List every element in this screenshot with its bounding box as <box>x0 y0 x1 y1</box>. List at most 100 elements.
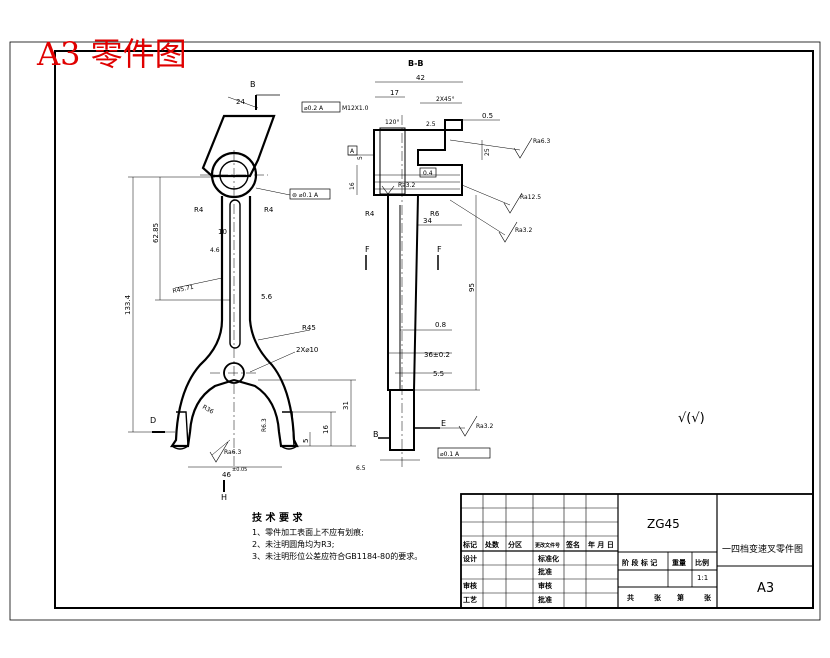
dim-0-8: 0.8 <box>435 321 446 329</box>
dim-17: 17 <box>390 89 399 97</box>
fork-tip-right-round <box>280 445 298 450</box>
dim-r6: R6 <box>430 210 440 218</box>
rough-32-a: Ra3.2 <box>515 227 532 234</box>
sheet-size: A3 <box>757 581 774 596</box>
fork-tip-left <box>176 411 189 447</box>
gdt-thread: M12X1.0 <box>342 105 369 112</box>
dim-10: 10 <box>218 228 227 236</box>
dim-r4-right: R4 <box>264 206 274 214</box>
view-b-label: B <box>250 80 256 89</box>
technical-requirements: 技 术 要 求 1、零件加工表面上不应有划痕; 2、未注明圆角均为R3; 3、未… <box>252 513 422 563</box>
material: ZG45 <box>647 517 680 531</box>
rough-ra-left: Ra6.3 <box>224 449 241 456</box>
section-head <box>373 119 463 196</box>
dim-36: 36±0.2 <box>424 351 450 359</box>
gdt-top: ⌀0.2 A <box>304 105 324 112</box>
rough-63: Ra6.3 <box>533 138 550 145</box>
weight-label: 重量 <box>672 558 686 567</box>
datum-a-box <box>347 145 358 156</box>
tech-notes-title: 技 术 要 求 <box>252 513 303 524</box>
gdt-frame-top <box>301 101 341 113</box>
part-name: 一四档变速叉零件图 <box>722 543 803 555</box>
dim-46: 46 <box>222 471 231 479</box>
dim-r6-3: R6.3 <box>261 418 268 432</box>
gdt-box-left: ⊚ ⌀0.1 A <box>292 192 319 199</box>
hdr-zone: 分区 <box>508 540 522 549</box>
ra125-leader <box>461 184 511 206</box>
dim-r4-left: R4 <box>194 206 204 214</box>
dim-5: 5 <box>302 439 310 443</box>
dim-r4-right-view: R4 <box>365 210 375 218</box>
ra32-symbol <box>498 221 518 243</box>
dim-42: 42 <box>416 74 425 82</box>
row-review: 审核 <box>463 581 477 590</box>
sheet-no: 第 <box>677 593 684 602</box>
arm-left-edge <box>169 196 235 448</box>
section-bore <box>379 127 406 195</box>
tech-note-1: 1、零件加工表面上不应有划痕; <box>252 528 364 537</box>
dim-4-6: 4.6 <box>210 247 220 254</box>
view-d-label: D <box>150 416 156 425</box>
rough-32-b: Ra3.2 <box>476 423 493 430</box>
hole-leader <box>249 351 296 373</box>
gdt-bottom: ⌀0.1 A <box>440 451 460 458</box>
r4571-leader <box>174 277 223 289</box>
gdt-frame-mid <box>419 167 437 178</box>
ra63-leader <box>449 139 521 151</box>
ra-leader <box>211 439 231 456</box>
rough-32-c: Ra3.2 <box>398 182 415 189</box>
stamp-a3: A3 零件图 <box>37 35 187 73</box>
dim-5-6: 5.6 <box>261 293 273 301</box>
title-block-lines <box>460 493 814 609</box>
ra63-symbol <box>513 137 533 159</box>
dim-34: 34 <box>423 217 432 225</box>
arm-right-edge <box>233 196 299 448</box>
dim-2x10: 2X⌀10 <box>296 346 318 354</box>
dim-r45: R45 <box>302 324 316 332</box>
hdr-mark: 标记 <box>462 540 477 549</box>
sheet-unit-1: 张 <box>654 593 662 602</box>
dim-r45-71: R45.71 <box>172 284 195 295</box>
dim-133-4: 133.4 <box>124 294 132 315</box>
section-f-left: F <box>365 245 370 254</box>
rough-125: Ra12.5 <box>520 194 541 201</box>
sheet-unit-2: 张 <box>704 593 712 602</box>
fork-tip-right <box>282 411 295 447</box>
dim-2x45: 2X45° <box>436 96 455 103</box>
dim-120: 120° <box>385 119 399 126</box>
gdt-leader <box>255 187 291 196</box>
gdt-mid: 0.4 <box>423 170 433 177</box>
dim-0-5: 0.5 <box>482 112 493 120</box>
left-view <box>128 94 356 492</box>
section-f-right: F <box>437 245 442 254</box>
fork-tip-left-round <box>171 445 189 450</box>
upper-boss-outline <box>201 114 276 178</box>
tech-note-3: 3、未注明形位公差应符合GB1184-80的要求。 <box>252 552 423 561</box>
dim-5-5: 5.5 <box>433 370 444 378</box>
hdr-sign: 签名 <box>565 540 580 549</box>
section-hatch <box>374 174 460 190</box>
section-title: B-B <box>408 59 424 68</box>
row-design: 设计 <box>463 554 477 563</box>
section-shank <box>387 194 419 391</box>
row-approve-mid-1: 批准 <box>538 567 552 576</box>
sheet-total: 共 <box>627 593 634 602</box>
roughness-note: √(√) <box>678 411 705 426</box>
inner-frame <box>54 50 814 609</box>
arm-slot <box>229 199 241 349</box>
dim-16-right: 16 <box>349 182 356 190</box>
scale: 1:1 <box>697 574 708 582</box>
dim-62-85: 62.85 <box>152 223 160 243</box>
tech-note-2: 2、未注明圆角均为R3; <box>252 540 335 549</box>
ra-symbol-left <box>209 441 229 463</box>
r45-leader <box>257 329 311 341</box>
ra32-leader <box>449 199 506 236</box>
ra32-head-symbol <box>381 185 395 195</box>
row-approve-mid-2: 批准 <box>538 595 552 604</box>
tol-46: ±0.05 <box>232 467 247 473</box>
dim-16: 16 <box>322 425 330 434</box>
dim-24: 24 <box>236 98 245 106</box>
dim-r36: R36 <box>201 404 215 416</box>
